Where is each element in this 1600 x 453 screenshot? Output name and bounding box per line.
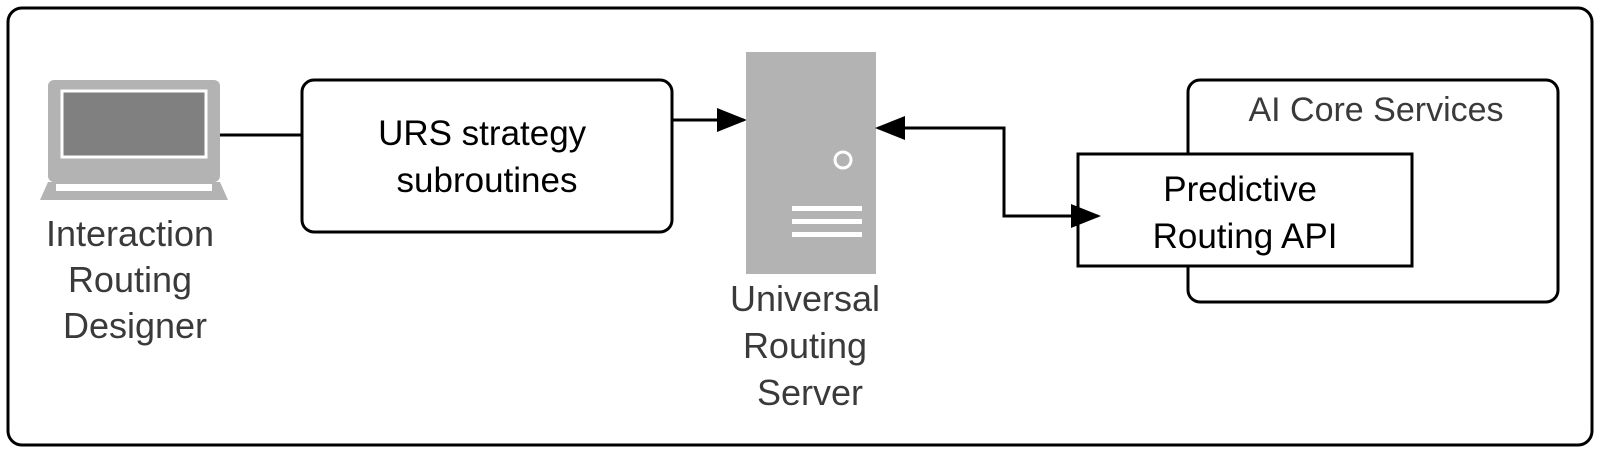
outer-frame [6, 6, 1594, 447]
arrow-server-to-predictive-api [875, 116, 1101, 228]
server-tower-icon [746, 52, 876, 274]
designer-label-line: Interaction [46, 213, 214, 254]
server-label-line: Routing [743, 325, 867, 366]
laptop-icon [40, 80, 228, 200]
subroutines-label-line: URS strategy [378, 114, 587, 153]
subroutines-label: URS strategy subroutines [378, 114, 596, 200]
predictive-routing-api-label: Predictive Routing API [1153, 170, 1338, 256]
subroutines-box [300, 78, 674, 234]
server-label-line: Universal [730, 278, 880, 319]
subroutines-label-line: subroutines [397, 161, 578, 200]
predictive-label-line: Routing API [1153, 217, 1338, 256]
designer-label-line: Routing [68, 259, 192, 300]
predictive-routing-api-box [1076, 152, 1414, 268]
server-label-line: Server [757, 372, 863, 413]
server-label: Universal Routing Server [730, 278, 890, 413]
designer-label-line: Designer [63, 305, 207, 346]
predictive-label-line: Predictive [1163, 170, 1317, 209]
designer-label: Interaction Routing Designer [46, 213, 224, 346]
ai-core-services-title: AI Core Services [1248, 91, 1503, 129]
